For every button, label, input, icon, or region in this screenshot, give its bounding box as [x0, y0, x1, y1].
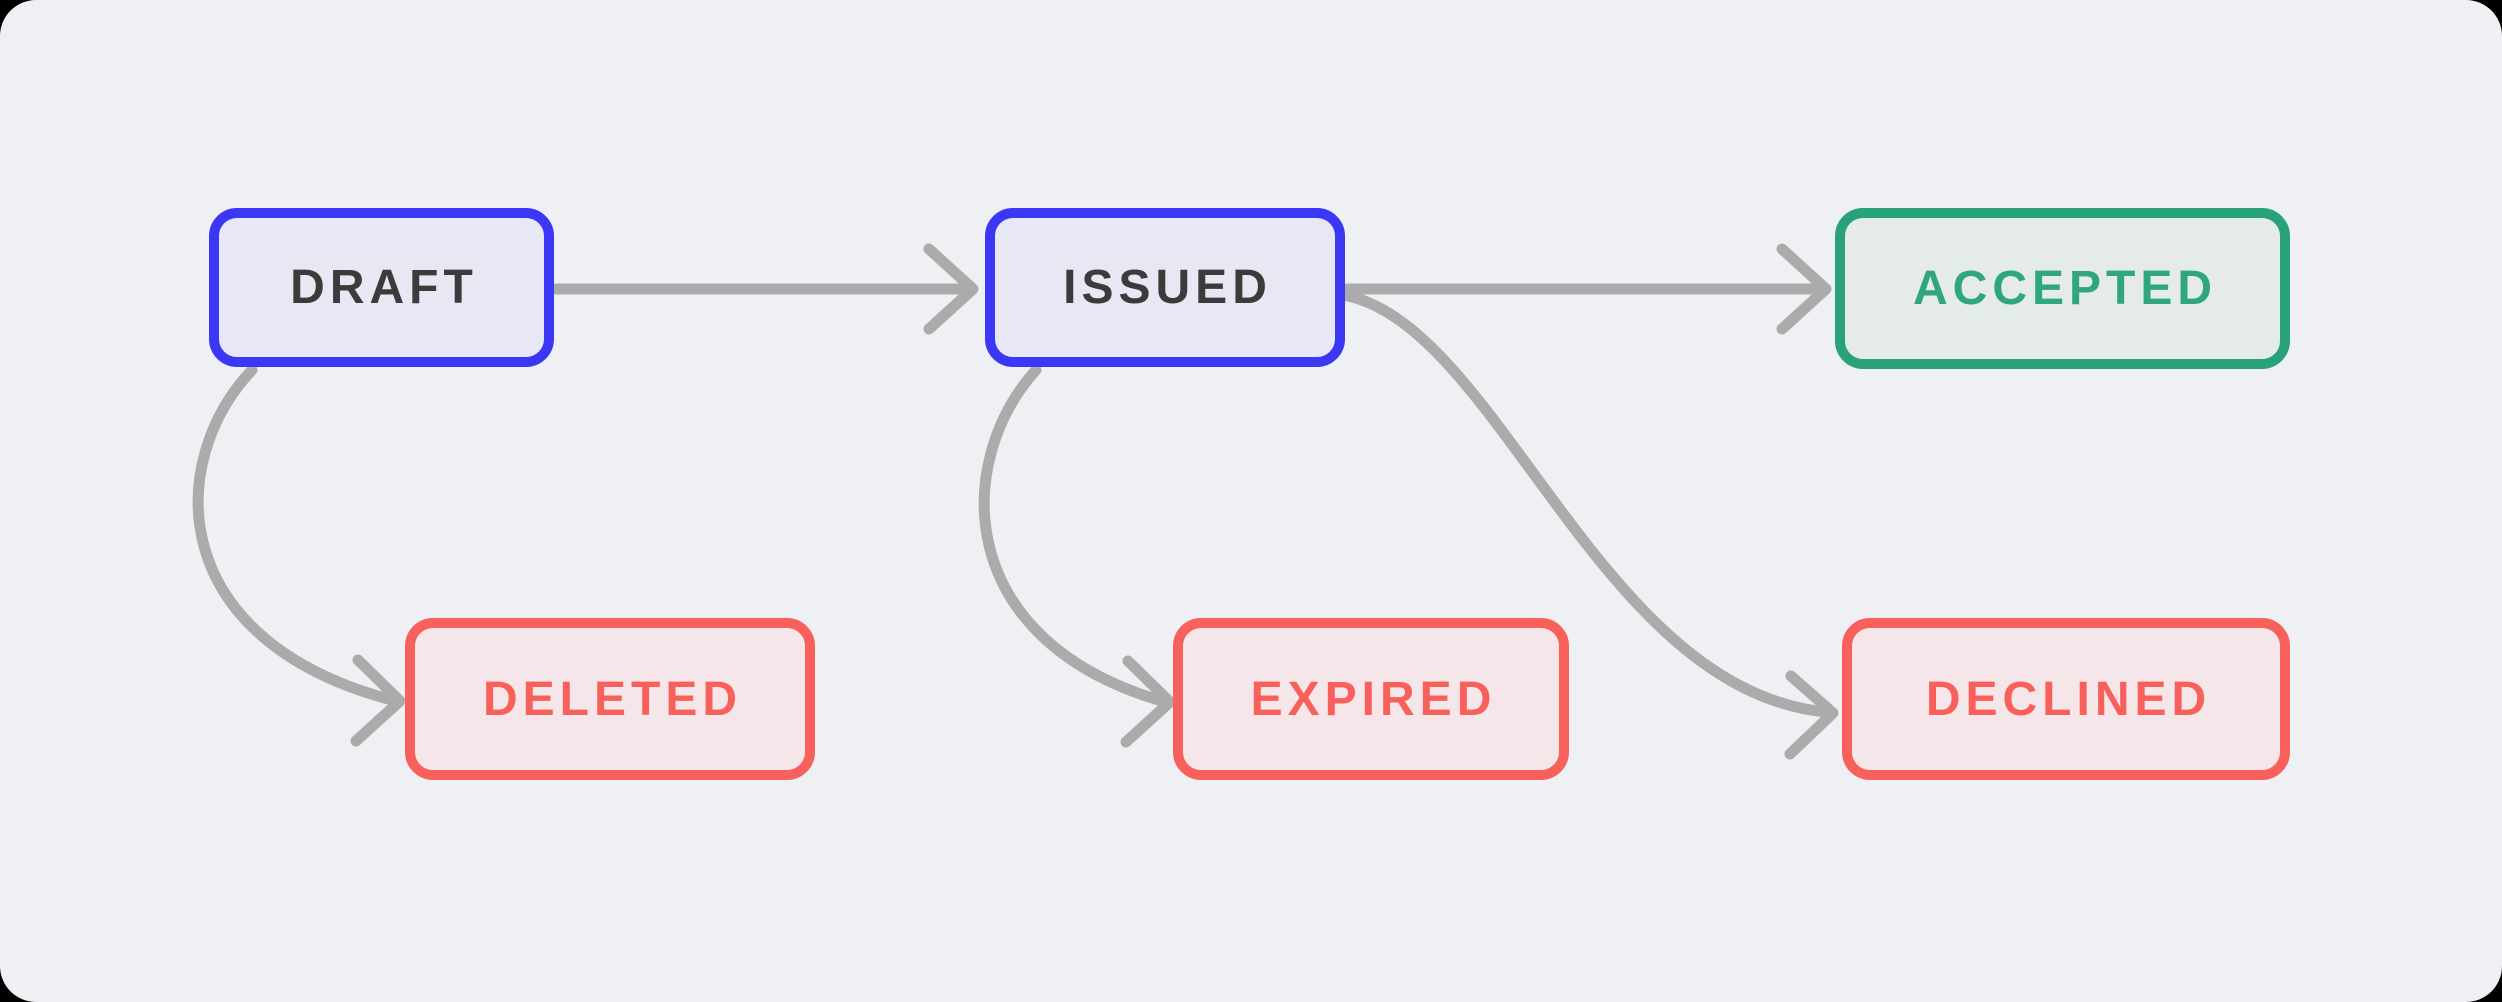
node-draft: DRAFT: [209, 208, 554, 367]
arrowhead-issued-expired: [1120, 655, 1176, 748]
arrowhead-draft-issued: [923, 243, 979, 335]
edge-draft-deleted: [192, 364, 398, 706]
node-accepted: ACCEPTED: [1835, 208, 2290, 369]
node-issued-label: ISSUED: [1063, 261, 1272, 314]
node-expired-label: EXPIRED: [1250, 672, 1497, 726]
arrowhead-draft-deleted: [350, 654, 406, 747]
node-draft-label: DRAFT: [290, 261, 478, 314]
node-deleted: DELETED: [405, 618, 815, 780]
arrowhead-issued-declined: [1784, 670, 1839, 760]
node-accepted-label: ACCEPTED: [1912, 262, 2218, 315]
arrowhead-issued-accepted: [1776, 243, 1832, 335]
edge-issued-expired: [978, 364, 1168, 707]
node-declined: DECLINED: [1842, 618, 2290, 780]
node-issued: ISSUED: [985, 208, 1345, 367]
node-declined-label: DECLINED: [1925, 672, 2212, 726]
node-expired: EXPIRED: [1173, 618, 1569, 780]
node-deleted-label: DELETED: [482, 672, 742, 726]
